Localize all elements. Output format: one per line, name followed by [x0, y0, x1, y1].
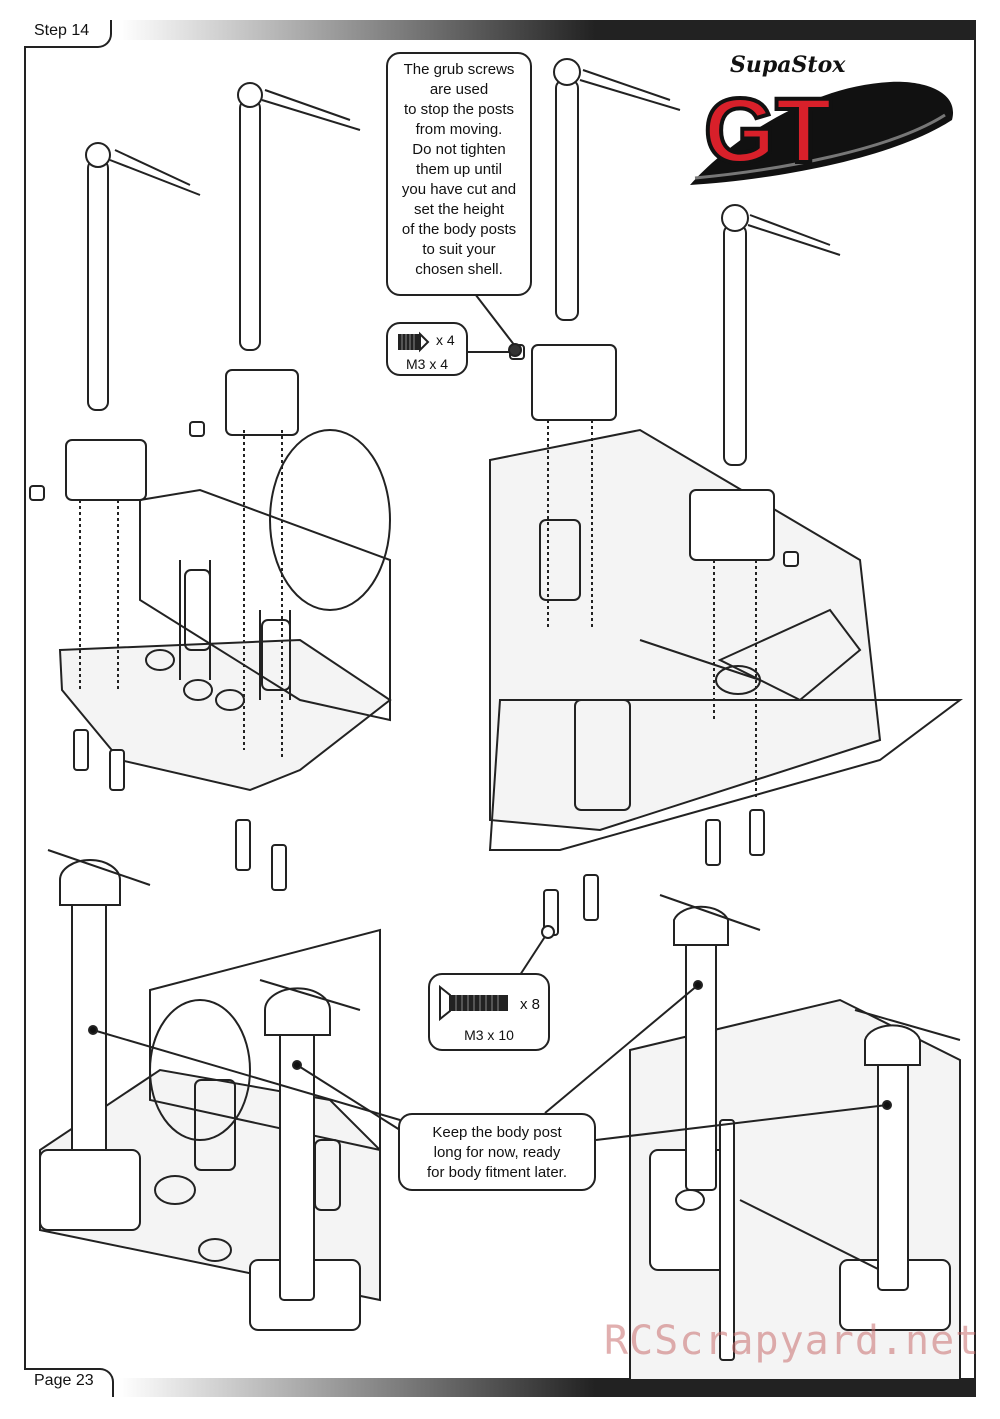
body-post-note: Keep the body post long for now, ready f… — [398, 1113, 596, 1191]
chassis-front-right — [488, 428, 963, 851]
body-posts-bottom-right — [659, 894, 961, 1361]
countersunk-screw-part-box: x 8 M3 x 10 — [428, 973, 550, 1051]
supastox-gt-logo: SupaStox GT — [690, 52, 954, 185]
body-posts-top-right — [509, 58, 841, 936]
grub-screw-quantity: x 4 — [436, 332, 455, 348]
header-bar — [24, 20, 976, 40]
countersunk-screw-icon — [439, 984, 508, 1022]
svg-text:GT: GT — [704, 80, 832, 182]
body-posts-bottom-left — [39, 849, 361, 1301]
grub-screw-icon — [398, 331, 430, 353]
countersunk-screw-quantity: x 8 — [520, 996, 541, 1013]
page-number: Page 23 — [24, 1368, 114, 1397]
svg-text:SupaStox: SupaStox — [730, 52, 846, 78]
chassis-front-left — [58, 429, 392, 792]
watermark: RCScrapyard.net — [604, 1318, 981, 1364]
grub-screw-note: The grub screws are used to stop the pos… — [386, 52, 532, 296]
body-posts-top-left — [29, 82, 361, 891]
countersunk-screw-size: M3 x 10 — [464, 1027, 514, 1043]
grub-screw-size: M3 x 4 — [405, 356, 448, 372]
footer-bar — [24, 1378, 976, 1397]
step-label: Step 14 — [24, 20, 112, 48]
leader-lines — [88, 289, 892, 1141]
grub-screw-part-box: x 4 M3 x 4 — [386, 322, 468, 376]
